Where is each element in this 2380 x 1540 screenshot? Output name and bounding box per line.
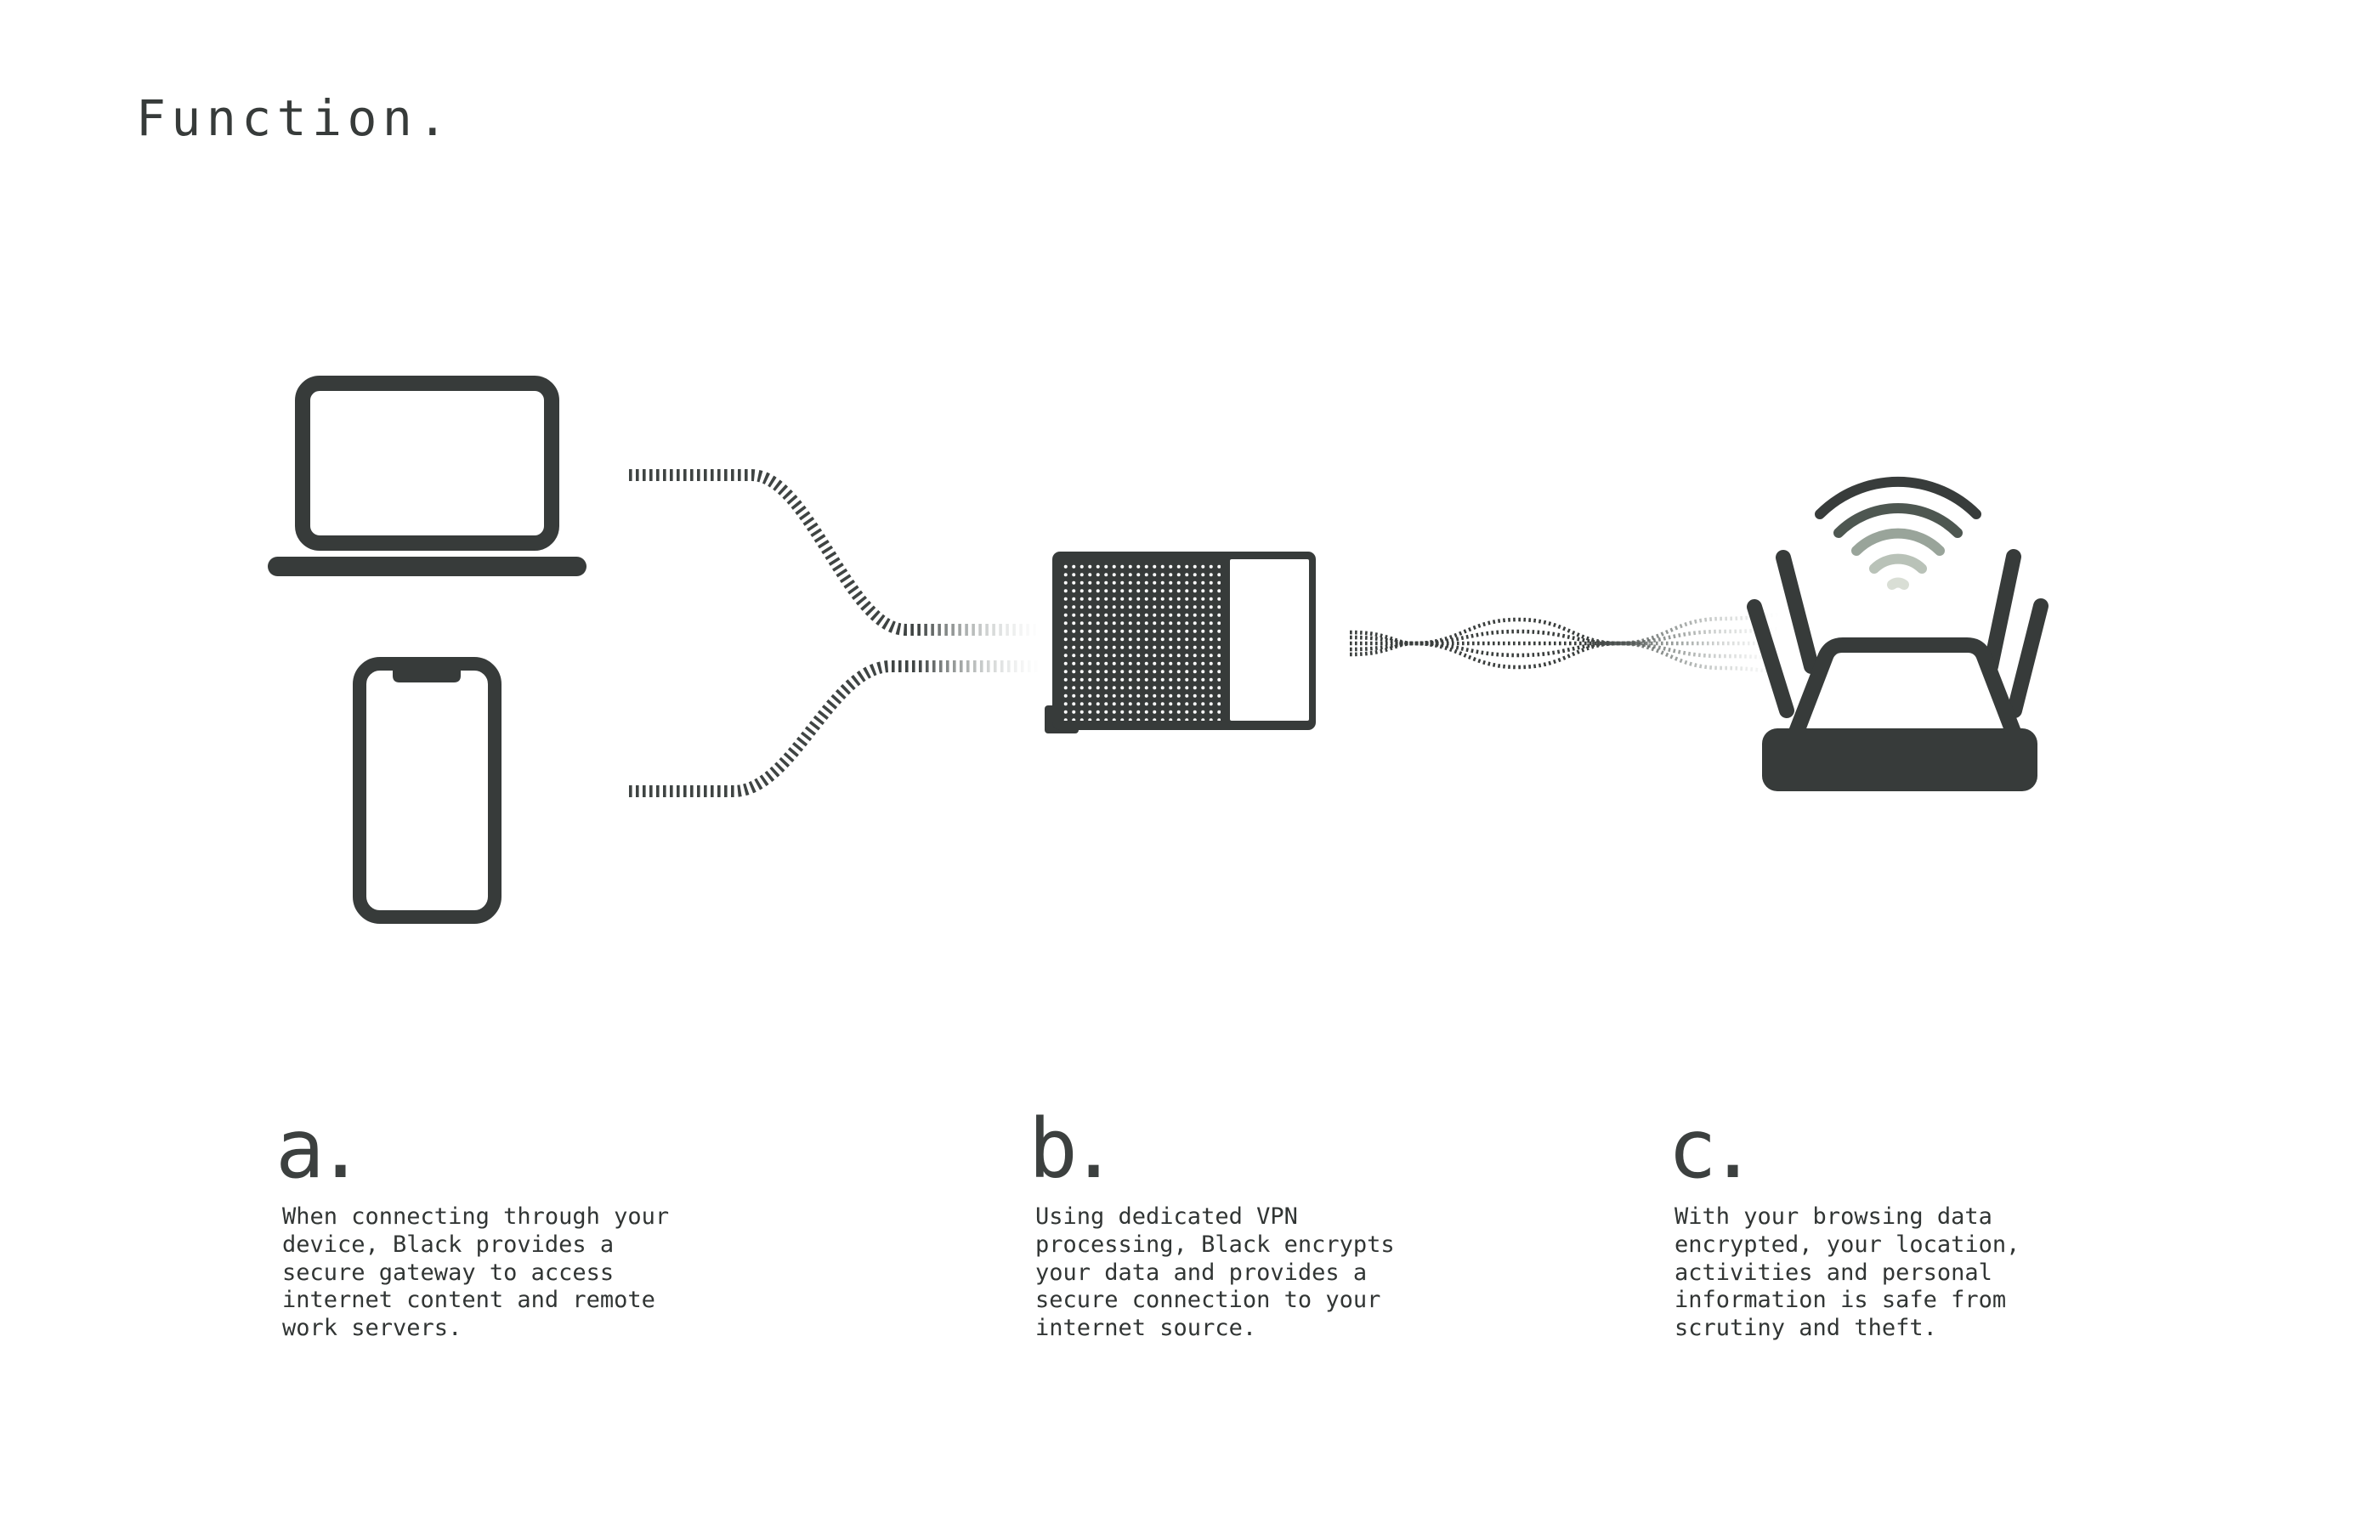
section-a-label: a. (275, 1101, 366, 1197)
section-c-line: activities and personal (1674, 1259, 1992, 1286)
section-b: b. Using dedicated VPN processing, Black… (1028, 1107, 1470, 1343)
vpn-to-router-wave-lines (1349, 612, 1779, 675)
section-a-line: work servers. (282, 1315, 462, 1342)
section-a-line: device, Black provides a (282, 1231, 615, 1258)
section-b-line: your data and provides a (1035, 1259, 1368, 1286)
section-b-line: internet source. (1035, 1315, 1257, 1342)
wifi-router-icon (1747, 549, 2048, 791)
section-b-text: Using dedicated VPN processing, Black en… (1028, 1203, 1470, 1343)
section-a-line: When connecting through your (282, 1203, 670, 1230)
section-c-line: With your browsing data (1674, 1203, 1992, 1230)
section-b-line: secure connection to your (1035, 1287, 1381, 1314)
section-b-line: processing, Black encrypts (1035, 1231, 1395, 1258)
section-c-line: encrypted, your location, (1674, 1231, 2020, 1258)
section-a-text: When connecting through your device, Bla… (275, 1203, 717, 1343)
page-title: Function. (136, 89, 453, 147)
wifi-signal-icon (1815, 476, 1981, 590)
section-a-line: internet content and remote (282, 1287, 655, 1314)
section-a: a. When connecting through your device, … (275, 1107, 717, 1343)
laptop-to-vpn-dotted-line (629, 469, 1048, 636)
section-b-label: b. (1028, 1101, 1119, 1197)
section-c-text: With your browsing data encrypted, your … (1668, 1203, 2110, 1343)
laptop-icon (268, 376, 586, 576)
phone-to-vpn-dotted-line (629, 660, 1048, 797)
vpn-device-icon (1045, 552, 1316, 733)
section-a-line: secure gateway to access (282, 1259, 615, 1286)
section-c: c. With your browsing data encrypted, yo… (1668, 1107, 2110, 1343)
smartphone-icon (353, 657, 502, 924)
section-c-label: c. (1668, 1101, 1758, 1197)
section-c-line: scrutiny and theft. (1674, 1315, 1937, 1342)
section-c-line: information is safe from (1674, 1287, 2007, 1314)
section-b-line: Using dedicated VPN (1035, 1203, 1298, 1230)
